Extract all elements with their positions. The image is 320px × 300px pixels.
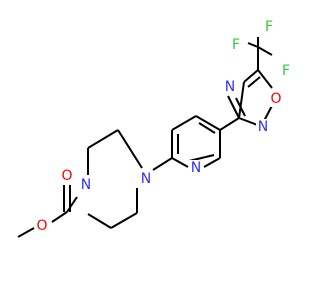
bond-o-carbonyl-c (51, 211, 68, 223)
atom-labels: F F F N O N N N N O (35, 18, 293, 234)
bond-cf3-f-left (247, 42, 259, 48)
nitrogen-oxadiazole-2-label: N (258, 119, 268, 135)
bond-py-6 (171, 157, 189, 168)
o-ester-bg (35, 218, 49, 234)
bond-ox-3 (243, 69, 259, 83)
n-py-bg (189, 160, 203, 176)
bond-ox-4 (257, 69, 273, 89)
bond-py-oxadiazole (219, 117, 240, 131)
nitrogen-oxadiazole-4-label: N (225, 79, 235, 95)
bonds (17, 37, 276, 238)
structure-drawing: F F F N O N N N N O (17, 18, 293, 238)
bond-pip-3 (117, 129, 143, 169)
bond-ox-2 (238, 81, 245, 119)
nitrogen-piperazine-bottom-label: N (81, 177, 91, 193)
bond-pip-pyridine (152, 157, 173, 171)
bond-ox-1 (227, 95, 240, 119)
bond-pip-2 (87, 129, 119, 149)
f-left-bg (229, 37, 243, 53)
bond-py-2 (171, 115, 197, 131)
f-right-bg (279, 63, 293, 79)
bond-py-5 (203, 157, 221, 168)
bond-cf3-f-right (257, 46, 273, 56)
n-pip-bottom-bg (79, 177, 93, 193)
bond-methyl-o (17, 227, 35, 238)
f-top-bg (262, 18, 276, 34)
oxygen-carbonyl-label: O (61, 168, 72, 184)
molecule-diagram: F F F N O N N N N O (17, 18, 293, 238)
bond-ox-3b (247, 76, 261, 88)
fluorine-left-label: F (232, 37, 240, 53)
n-pip-top-bg (139, 171, 153, 187)
nitrogen-pyridine-label: N (191, 160, 201, 176)
fluorine-top-label: F (265, 19, 273, 35)
bond-py-3 (195, 115, 221, 131)
bond-pip-6 (87, 213, 112, 229)
bond-py-inner-2 (198, 122, 216, 134)
n-ox4-bg (223, 79, 237, 95)
oxygen-ester-label: O (36, 218, 47, 234)
n-ox2-bg (256, 119, 270, 135)
bond-pip-5 (110, 212, 138, 229)
o-carbonyl-bg (60, 168, 74, 184)
nitrogen-piperazine-top-label: N (141, 171, 151, 187)
bond-c-n-piperazine (66, 196, 78, 213)
o-ox-bg (269, 91, 283, 107)
oxygen-oxadiazole-label: O (270, 91, 281, 107)
fluorine-right-label: F (282, 63, 290, 79)
